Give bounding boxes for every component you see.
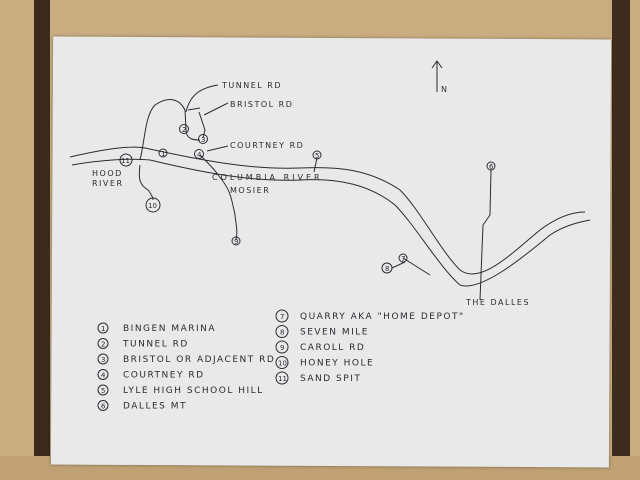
legend-number: 9 (280, 344, 284, 352)
legend-number: 11 (278, 375, 287, 383)
svg-text:11: 11 (121, 157, 130, 165)
legend-label: COURTNEY RD (123, 371, 205, 381)
north-arrow-icon (431, 60, 443, 92)
arrow-bristol-rd (203, 102, 229, 116)
road-lyle (313, 157, 318, 173)
label-the-dalles: THE DALLES (465, 298, 530, 307)
legend-number-circle (97, 369, 109, 380)
svg-text:8: 8 (385, 265, 389, 273)
label-bristol-rd: BRISTOL RD (230, 100, 293, 109)
legend-number-circle (97, 400, 109, 411)
legend-number-circle (275, 309, 289, 323)
label-hood: HOOD (92, 169, 123, 178)
marker-6[interactable]: 6 (486, 161, 496, 171)
marker-4[interactable]: 4 (194, 149, 204, 160)
legend-number: 7 (280, 313, 284, 321)
legend-label: HONEY HOLE (300, 359, 374, 369)
road-bristol (187, 107, 206, 139)
marker-2[interactable]: 2 (179, 124, 189, 135)
marker-8[interactable]: 8 (381, 262, 393, 274)
legend-number-circle (97, 338, 109, 349)
legend-number: 2 (101, 341, 105, 349)
label-mosier: MOSIER (230, 186, 270, 195)
legend-label: TUNNEL RD (122, 340, 189, 350)
legend-item: 4 COURTNEY RD (97, 369, 205, 381)
legend-label: CAROLL RD (300, 343, 365, 353)
legend-number-circle (275, 325, 289, 338)
legend-number-circle (97, 384, 109, 396)
svg-text:10: 10 (148, 202, 157, 210)
legend-label: LYLE HIGH SCHOOL HILL (123, 386, 264, 396)
legend-label: BRISTOL OR ADJACENT RD (123, 355, 275, 365)
legend-number-circle (97, 322, 109, 334)
legend-item: 6 DALLES MT (97, 400, 187, 412)
legend-number: 6 (101, 403, 106, 411)
legend-number: 3 (101, 356, 105, 364)
legend-label: BINGEN MARINA (123, 324, 216, 334)
legend-number-circle (275, 371, 289, 385)
north-label: N (441, 85, 448, 94)
legend-number-circle (275, 356, 289, 369)
legend-number: 4 (101, 372, 106, 380)
svg-text:6: 6 (489, 163, 494, 171)
legend-number: 10 (278, 360, 287, 368)
river-north-bank (69, 146, 586, 275)
label-courtney-rd: COURTNEY RD (230, 141, 304, 150)
svg-text:7: 7 (401, 255, 405, 263)
marker-3[interactable]: 3 (198, 134, 208, 145)
legend-item: 1 BINGEN MARINA (97, 322, 216, 334)
legend-number: 1 (101, 325, 105, 333)
legend-item: 3 BRISTOL OR ADJACENT RD (97, 353, 275, 365)
marker-9[interactable]: 9 (231, 236, 241, 246)
road-dalles-mt (479, 169, 492, 301)
legend-number-circle (275, 340, 289, 354)
svg-text:2: 2 (182, 126, 186, 134)
river-south-bank (71, 158, 591, 287)
label-river: RIVER (92, 179, 124, 188)
legend-label: QUARRY AKA "HOME DEPOT" (300, 312, 465, 322)
marker-5[interactable]: 5 (312, 150, 322, 160)
legend-item: 5 LYLE HIGH SCHOOL HILL (97, 384, 264, 396)
svg-text:4: 4 (197, 151, 202, 159)
legend-label: DALLES MT (123, 402, 187, 412)
road-tunnel (139, 99, 201, 161)
svg-text:1: 1 (161, 150, 165, 158)
legend-item: 8 SEVEN MILE (275, 325, 369, 338)
legend-item: 7 QUARRY AKA "HOME DEPOT" (275, 309, 465, 323)
arrow-courtney-rd (206, 145, 229, 152)
legend-label: SAND SPIT (300, 374, 361, 384)
legend-item: 2 TUNNEL RD (97, 338, 189, 350)
legend-item: 10 HONEY HOLE (275, 356, 374, 369)
marker-1[interactable]: 1 (158, 148, 168, 158)
marker-7[interactable]: 7 (398, 253, 408, 263)
legend-item: 11 SAND SPIT (275, 371, 361, 385)
label-columbia-river: COLUMBIA RIVER (212, 173, 323, 182)
legend-label: SEVEN MILE (300, 328, 369, 338)
marker-10[interactable]: 10 (145, 197, 161, 213)
legend-number: 5 (101, 387, 105, 395)
legend-number: 8 (280, 329, 284, 337)
wood-trim-left (34, 0, 50, 480)
svg-text:9: 9 (234, 238, 238, 246)
svg-text:5: 5 (315, 152, 319, 160)
legend-item: 9 CAROLL RD (275, 340, 365, 354)
svg-text:3: 3 (201, 136, 205, 144)
wood-trim-right (612, 0, 630, 480)
marker-11[interactable]: 11 (119, 153, 133, 167)
arrow-tunnel-rd (185, 84, 219, 113)
road-seven-mile (391, 257, 431, 276)
road-courtney-mosier (199, 154, 238, 241)
legend-number-circle (97, 353, 109, 365)
label-tunnel-rd: TUNNEL RD (221, 81, 282, 90)
